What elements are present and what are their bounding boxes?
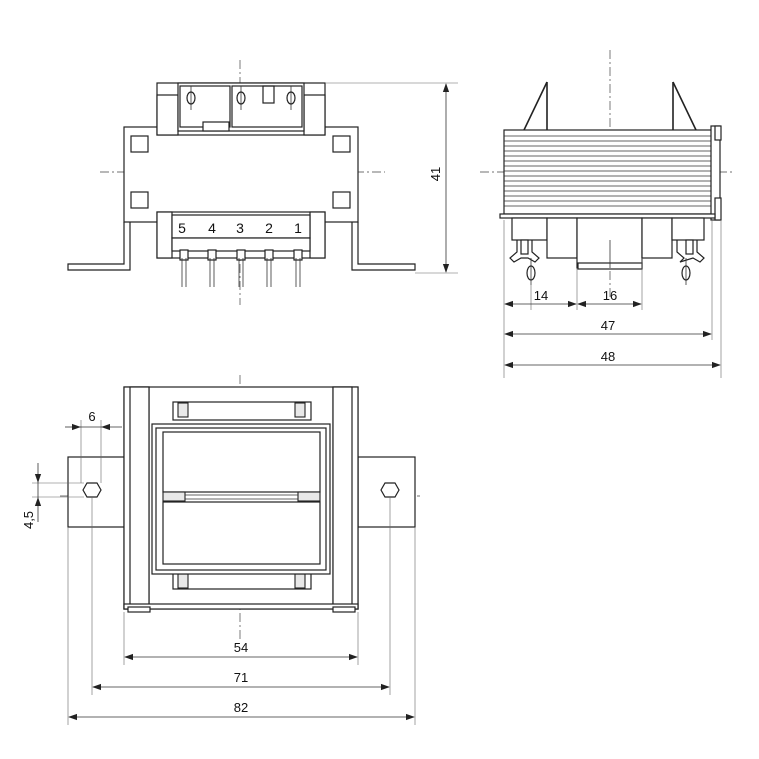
dim-top-total-length: 82 <box>234 700 248 715</box>
winding-side <box>503 129 713 215</box>
pin-label-5: 5 <box>178 220 186 236</box>
front-view: 5 4 3 2 1 41 <box>67 60 458 305</box>
pin-label-1: 1 <box>294 220 302 236</box>
top-dimensions: 6 4,5 54 71 82 <box>21 409 416 725</box>
side-pin-right <box>676 239 705 285</box>
side-bobbin-center <box>576 217 643 269</box>
dimension-height: 41 <box>325 82 458 274</box>
side-view: 14 16 47 48 <box>480 50 735 378</box>
core-front <box>123 126 359 223</box>
dim-top-hole-spacing: 71 <box>234 670 248 685</box>
dim-side-bobbin-width: 16 <box>603 288 617 303</box>
dim-height-label: 41 <box>428 167 443 181</box>
left-mounting-bracket <box>67 222 131 271</box>
side-pin-left <box>509 239 540 285</box>
solder-pins <box>179 249 303 287</box>
pin-label-3: 3 <box>236 220 244 236</box>
dim-top-hole-width: 6 <box>88 409 95 424</box>
right-mounting-flange <box>357 456 416 528</box>
dim-top-hole-height: 4,5 <box>21 511 36 529</box>
core-hole-bottom-right <box>332 191 351 209</box>
dim-top-core-length: 54 <box>234 640 248 655</box>
dim-side-core-width: 47 <box>601 318 615 333</box>
core-hole-top-left <box>130 135 149 153</box>
left-mounting-flange <box>67 456 126 528</box>
side-dimensions: 14 16 47 48 <box>503 220 722 378</box>
dim-side-pin-offset: 14 <box>534 288 548 303</box>
right-mounting-hole <box>380 482 400 498</box>
pin-label-2: 2 <box>265 220 273 236</box>
dim-side-total-width: 48 <box>601 349 615 364</box>
left-mounting-hole <box>82 482 102 498</box>
core-hole-bottom-left <box>130 191 149 209</box>
winding-primary <box>162 431 321 493</box>
winding-secondary <box>162 501 321 565</box>
right-mounting-bracket <box>351 222 416 271</box>
winding-hatch <box>504 135 712 207</box>
top-view: 6 4,5 54 71 82 <box>21 375 420 725</box>
top-terminals <box>186 85 296 110</box>
core-hole-top-right <box>332 135 351 153</box>
pin-label-4: 4 <box>208 220 216 236</box>
